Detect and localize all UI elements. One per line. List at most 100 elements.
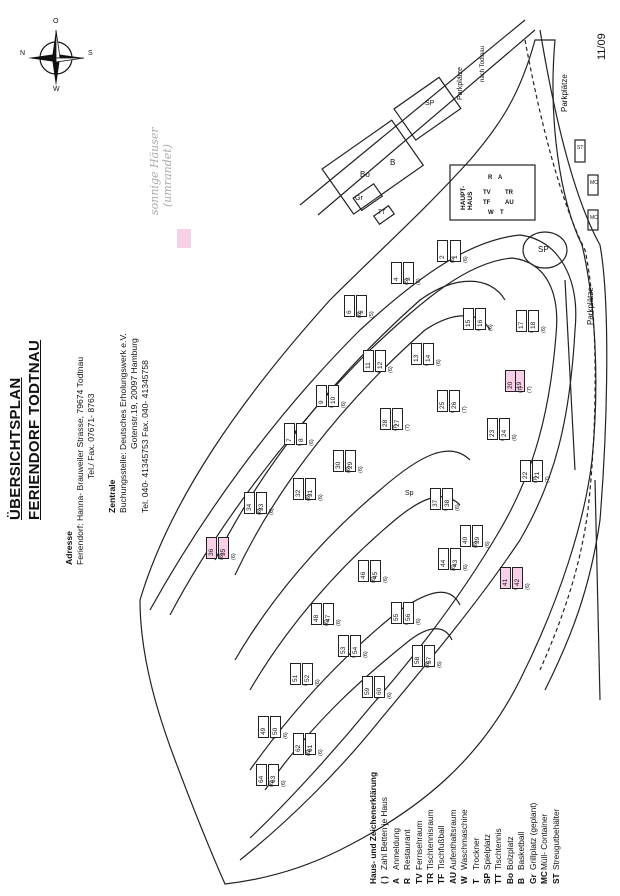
- hh-tf: TF: [483, 200, 491, 206]
- label-sp-inner: Sp: [405, 490, 414, 497]
- legend-code: TV: [413, 873, 424, 884]
- highlight-legend-swatch: [177, 229, 191, 248]
- house-64: 64(6): [256, 764, 275, 787]
- house-36: 36(6): [206, 537, 225, 560]
- title-line2: FERIENDORF TODTNAU: [26, 339, 43, 520]
- house-number: 20: [507, 381, 514, 389]
- house-7: 7(8): [284, 423, 303, 446]
- house-14: 14 (6): [423, 343, 442, 366]
- house-beds: (6): [488, 324, 494, 331]
- house-beds: (6): [324, 619, 330, 626]
- legend-text: Restaurant: [402, 829, 413, 870]
- house-beds: (6): [387, 692, 393, 699]
- house-number: 28: [382, 419, 389, 427]
- house-50: 50(6): [270, 716, 289, 739]
- label-parkplaetze-bottom: Parkplätze: [586, 287, 595, 325]
- legend-code: TF: [436, 873, 447, 884]
- label-parkplaetze-top: Parkplätze: [457, 66, 464, 100]
- page-title: ÜBERSICHTSPLAN FERIENDORF TODTNAU: [6, 340, 44, 520]
- house-10: 10(6): [328, 385, 347, 408]
- booking-heading: Zentrale: [107, 479, 117, 513]
- house-number: 10: [330, 396, 337, 404]
- label-nach-todtnau: nach Todtnau: [480, 46, 486, 82]
- house-beds: (6): [436, 359, 442, 366]
- house-56: 56(6): [403, 602, 422, 625]
- house-beds: (6): [336, 619, 342, 626]
- house-57: 57(6): [424, 645, 443, 668]
- house-number: 24: [501, 429, 508, 437]
- house-beds: (6): [315, 679, 321, 686]
- house-8: 8(6): [296, 423, 315, 446]
- legend-item: RRestaurant: [402, 772, 413, 884]
- hh-t: T: [500, 210, 504, 216]
- house-beds: (7): [405, 424, 411, 431]
- house-beds: (6): [463, 564, 469, 571]
- house-number: 41: [502, 578, 509, 586]
- main-road: [299, 19, 526, 206]
- house-25: 25(7): [437, 390, 456, 413]
- legend-item: TTrockner: [471, 772, 482, 884]
- label-sp-top: SP: [425, 100, 435, 107]
- compass-w: W: [53, 86, 60, 93]
- house-beds: (5): [369, 311, 375, 318]
- house-beds: (6): [318, 749, 324, 756]
- house-beds: (6): [416, 278, 422, 285]
- house-number: 2: [439, 255, 446, 259]
- house-beds: (6): [346, 466, 352, 473]
- booking-line2: Gotenstr.19, 20097 Hamburg: [129, 338, 139, 449]
- label-gr: Gr: [355, 195, 363, 202]
- house-32: 32(6): [293, 478, 312, 501]
- house-51: 51(6): [290, 663, 309, 686]
- house-33: 33(6): [256, 492, 275, 515]
- legend-code: B: [516, 878, 527, 884]
- house-beds: (6): [541, 326, 547, 333]
- compass-n: N: [20, 50, 26, 57]
- house-17: 17(6): [516, 310, 535, 333]
- house-number: 30: [335, 461, 342, 469]
- house-beds: (6): [257, 508, 263, 515]
- house-number: 22: [522, 471, 529, 479]
- house-number: 62: [295, 744, 302, 752]
- house-48: 48(6): [311, 603, 330, 626]
- house-47: 47(6): [323, 603, 342, 626]
- legend-text: Bolzplatz: [504, 836, 515, 870]
- house-9: 9(6): [316, 385, 335, 408]
- house-22: 22(7): [520, 460, 539, 483]
- house-1: 1(6): [450, 240, 469, 263]
- house-number: 52: [304, 674, 311, 682]
- house-35: 35(6): [218, 537, 237, 560]
- house-number: 4: [393, 277, 400, 281]
- house-number: 34: [246, 503, 253, 511]
- house-number: 46: [360, 571, 367, 579]
- house-number: 42: [514, 578, 521, 586]
- house-21: 21(7): [532, 460, 551, 483]
- house-beds: (5): [404, 278, 410, 285]
- house-beds: (6): [416, 618, 422, 625]
- label-parkplaetze-mid: Parkplätze: [560, 74, 569, 112]
- house-number: 17: [518, 321, 525, 329]
- house-number: 55: [393, 613, 400, 621]
- legend-code: T: [470, 878, 481, 884]
- house-beds: (6): [463, 256, 469, 263]
- house-beds: (6): [358, 466, 364, 473]
- house-number: 9: [318, 400, 325, 404]
- house-number: 44: [440, 559, 447, 567]
- house-number: 49: [260, 727, 267, 735]
- hh-w: W: [488, 210, 494, 216]
- house-55: 55(6): [391, 602, 410, 625]
- legend-text: Müll- Container: [539, 813, 550, 870]
- booking-line1: Buchungsstelle: Deutsches Erholungswerk …: [118, 333, 128, 513]
- house-30: 30 (6): [333, 450, 352, 473]
- house-beds: (6): [269, 780, 275, 787]
- house-number: 14: [425, 354, 432, 362]
- house-number: 53: [340, 646, 347, 654]
- house-11: 11(6): [363, 350, 382, 373]
- house-5: 5(5): [356, 295, 375, 318]
- house-15: 15(6): [463, 308, 482, 331]
- house-beds: (6): [219, 553, 225, 560]
- booking-line3: Tel. 040- 41345753 Fax. 040- 41345758: [140, 360, 150, 513]
- house-number: 8: [298, 438, 305, 442]
- legend-item: TFTischfußball: [436, 772, 447, 884]
- house-beds: (6): [231, 553, 237, 560]
- legend-code: ST: [550, 873, 561, 884]
